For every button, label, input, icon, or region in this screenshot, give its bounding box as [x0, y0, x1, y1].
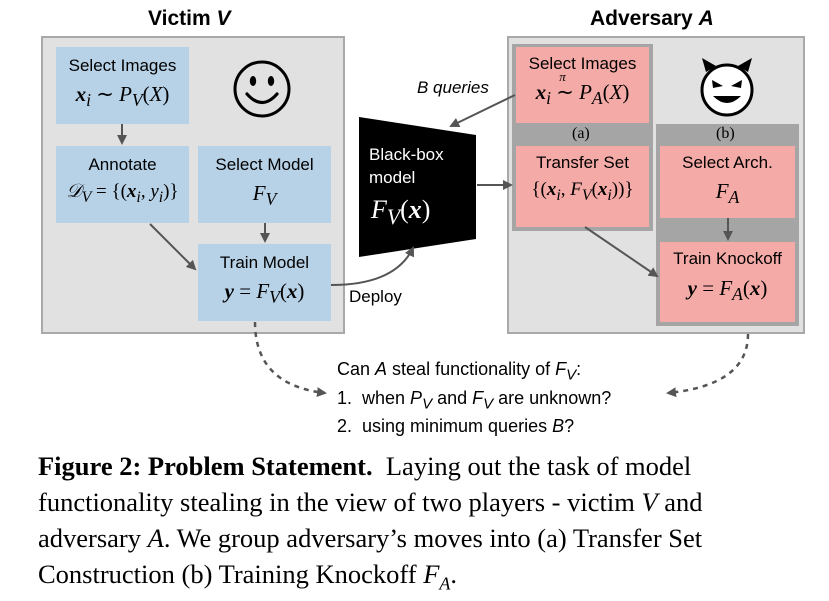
- figure-caption: Figure 2: Problem Statement. Laying out …: [38, 448, 806, 601]
- adversary-title-text: Adversary: [590, 7, 699, 30]
- adversary-select-images-label: Select Images: [528, 54, 637, 73]
- victim-select-model-box: Select Model FV: [198, 146, 331, 223]
- victim-train-model-box: Train Model y = FV(x): [198, 244, 331, 321]
- caption-label: Figure 2: Problem Statement.: [38, 451, 373, 481]
- deploy-label: Deploy: [349, 287, 402, 306]
- adversary-transfer-set-label: Transfer Set: [536, 153, 629, 172]
- adversary-train-knockoff-box: Train Knockoff y = FA(x): [660, 242, 795, 322]
- queries-label-text: B queries: [417, 78, 489, 97]
- question-line-1: Can A steal functionality of FV:: [337, 359, 582, 384]
- victim-title-text: Victim: [148, 7, 217, 30]
- adversary-train-knockoff-label: Train Knockoff: [673, 249, 782, 268]
- caption-text: Laying out the task of model functionali…: [38, 451, 703, 594]
- victim-select-images-formula: xi ∼ PV(X): [75, 82, 170, 111]
- adversary-train-knockoff-formula: y = FA(x): [687, 276, 768, 305]
- blackbox-model: Black-box model FV(x): [359, 117, 476, 257]
- victim-select-images-box: Select Images xi ∼ PV(X): [56, 47, 189, 124]
- victim-train-model-formula: y = FV(x): [224, 279, 305, 308]
- arrow-dashed-left: [253, 321, 327, 398]
- victim-select-model-formula: FV: [252, 181, 277, 210]
- victim-title-var: V: [216, 7, 231, 30]
- adversary-title-var: A: [698, 7, 714, 30]
- adversary-title: Adversary A: [590, 7, 714, 31]
- victim-annotate-formula: 𝒟V = {(xi, yi)}: [66, 181, 179, 206]
- adversary-select-arch-formula: FA: [715, 179, 740, 208]
- victim-annotate-label: Annotate: [88, 155, 157, 174]
- adversary-transfer-set-box: Transfer Set {(xi, FV(xi))}: [516, 146, 649, 227]
- question-block: Can A steal functionality of FV: 1. when…: [337, 358, 677, 438]
- arrow-layer: [117, 94, 750, 398]
- victim-select-images-label: Select Images: [68, 56, 177, 75]
- arrow-annotate-to-train: [149, 223, 197, 271]
- smiley-face-icon: [232, 59, 292, 124]
- question-line-3: 2. using minimum queries B?: [337, 416, 575, 437]
- victim-annotate-box: Annotate 𝒟V = {(xi, yi)}: [56, 146, 189, 223]
- adversary-select-arch-box: Select Arch. FA: [660, 146, 795, 218]
- arrow-queries: [449, 94, 516, 128]
- queries-label: B queries: [417, 78, 489, 98]
- blackbox-formula: FV(x): [371, 195, 431, 230]
- arrow-deploy: [330, 246, 414, 286]
- devil-face-icon: [694, 54, 760, 125]
- adversary-select-images-box: Select Images xi ∼π PA(X): [516, 47, 649, 123]
- adversary-select-arch-label: Select Arch.: [682, 153, 773, 172]
- arrow-dashed-right: [666, 333, 750, 398]
- group-a-tag: (a): [572, 125, 590, 142]
- victim-select-model-label: Select Model: [215, 155, 314, 174]
- arrow-transfer-to-knockoff: [584, 226, 659, 278]
- adversary-select-images-formula: xi ∼π PA(X): [535, 69, 630, 109]
- blackbox-label: Black-box model: [369, 145, 444, 187]
- victim-train-model-label: Train Model: [219, 253, 310, 272]
- group-b-tag: (b): [716, 125, 735, 142]
- question-line-2: 1. when PV and FV are unknown?: [337, 387, 612, 413]
- victim-title: Victim V: [148, 7, 231, 31]
- adversary-transfer-set-formula: {(xi, FV(xi))}: [531, 179, 634, 204]
